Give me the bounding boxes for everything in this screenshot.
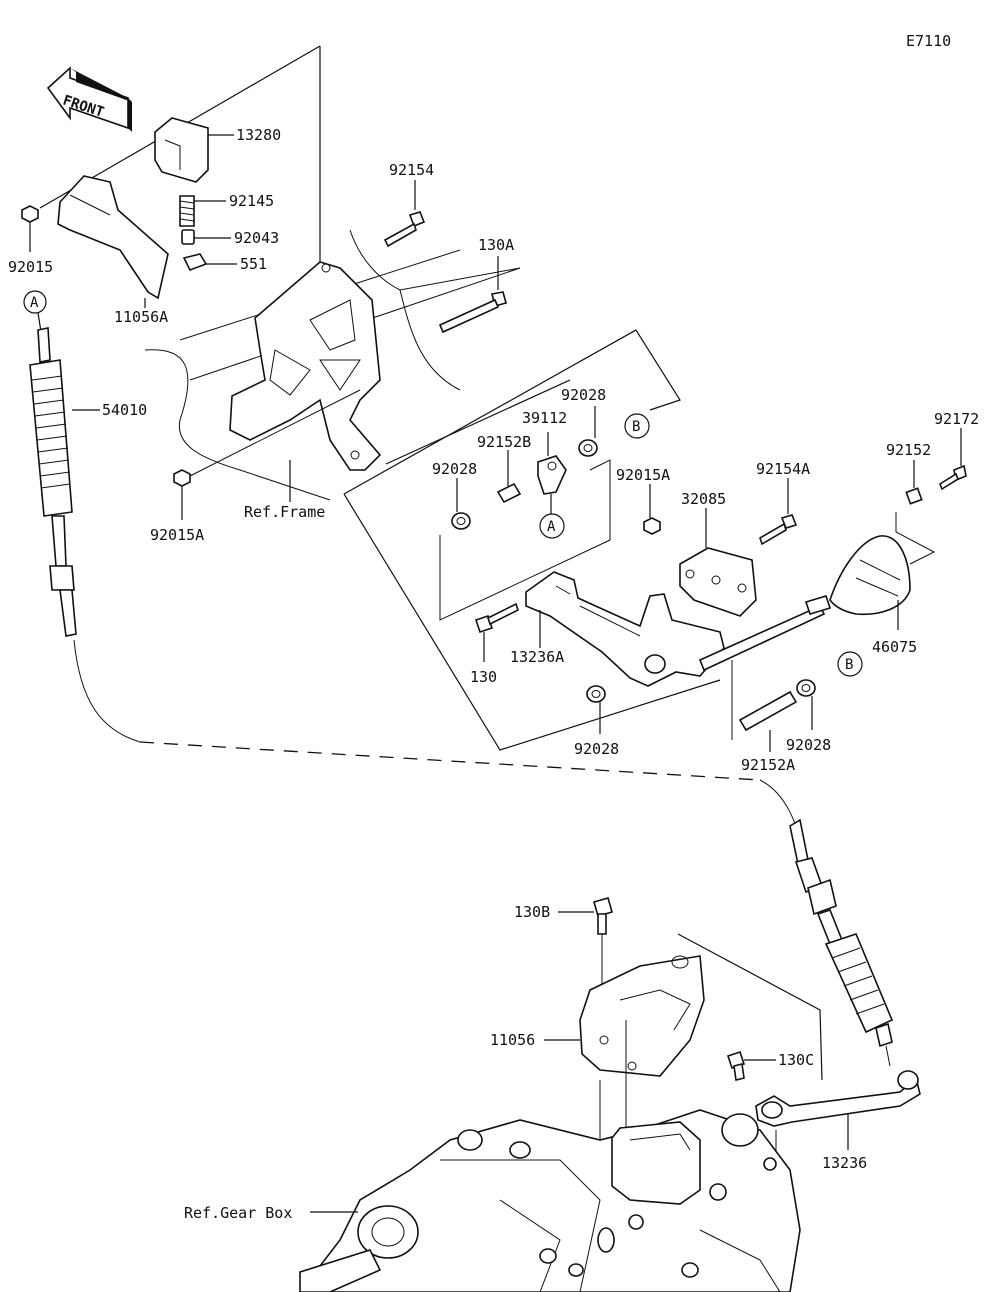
mount-32085 xyxy=(679,508,757,617)
sleeve-92152-icon xyxy=(905,460,923,505)
callout-b-mid: B xyxy=(837,651,863,677)
label-130B: 130B xyxy=(514,903,550,921)
sleeve-92152B-icon xyxy=(496,450,522,504)
bracket-11056 xyxy=(544,955,705,1150)
bolt-92154-icon xyxy=(383,180,426,248)
callout-b-top: B xyxy=(624,413,650,439)
assembly-box-bottom xyxy=(343,493,721,751)
screw-92172-icon xyxy=(939,428,967,491)
lever-13236A xyxy=(525,571,826,687)
knob-46075 xyxy=(804,535,911,630)
label-39112: 39112 xyxy=(522,409,567,427)
cable-path xyxy=(73,639,141,743)
bolt-92154A-icon xyxy=(759,478,798,546)
cover-11056A xyxy=(57,175,169,308)
diagram-code: E7110 xyxy=(906,32,951,50)
cable-end-lower xyxy=(789,818,894,1067)
label-92015A-left: 92015A xyxy=(150,526,204,544)
label-92145: 92145 xyxy=(229,192,274,210)
label-54010: 54010 xyxy=(102,401,147,419)
frame-section xyxy=(39,45,521,501)
svg-text:B: B xyxy=(632,419,640,435)
svg-text:A: A xyxy=(547,519,556,535)
label-92152B: 92152B xyxy=(477,433,531,451)
collar-92028-left-icon xyxy=(451,478,471,530)
label-92028-right: 92028 xyxy=(786,736,831,754)
collar-92028-top-icon xyxy=(578,406,598,457)
label-92028-bottom: 92028 xyxy=(574,740,619,758)
collar-group-box xyxy=(439,459,611,621)
part-13280-block xyxy=(154,117,234,183)
cable-54010 xyxy=(29,312,100,637)
label-92152A: 92152A xyxy=(741,756,795,774)
bolt-130C-icon xyxy=(726,1050,776,1081)
svg-text:B: B xyxy=(845,657,853,673)
ref-gearbox-label: Ref.Gear Box xyxy=(184,1204,292,1222)
label-92172: 92172 xyxy=(934,410,979,428)
pin-92152A xyxy=(731,660,798,752)
label-92015: 92015 xyxy=(8,258,53,276)
label-92154A: 92154A xyxy=(756,460,810,478)
cable-path-lower xyxy=(759,779,797,827)
arm-13236 xyxy=(755,1070,921,1190)
front-arrow-icon: FRONT xyxy=(46,66,132,132)
callout-a-mid: A xyxy=(539,513,565,539)
label-13236A: 13236A xyxy=(510,648,564,666)
gearbox xyxy=(298,1109,801,1292)
label-32085: 32085 xyxy=(681,490,726,508)
svg-text:A: A xyxy=(30,295,39,311)
collar-92028-bottom-icon xyxy=(586,685,606,734)
ref-frame-label: Ref.Frame xyxy=(244,503,325,521)
label-92015A-mid: 92015A xyxy=(616,466,670,484)
assembly-inner-line xyxy=(385,379,571,465)
label-46075: 46075 xyxy=(872,638,917,656)
cable-hidden-path xyxy=(139,741,761,781)
knob-group-bracket xyxy=(895,512,936,565)
label-92043: 92043 xyxy=(234,229,279,247)
label-92028-left: 92028 xyxy=(432,460,477,478)
assembly-box-top xyxy=(343,329,681,495)
label-92152: 92152 xyxy=(886,441,931,459)
label-551: 551 xyxy=(240,255,267,273)
label-13280: 13280 xyxy=(236,126,281,144)
bolt-130-icon xyxy=(474,602,519,662)
label-11056A: 11056A xyxy=(114,308,168,326)
bolt-130A-icon xyxy=(438,256,507,334)
joint-39112-icon xyxy=(537,432,567,514)
spring-92145-icon xyxy=(179,195,226,227)
callout-a-top: A xyxy=(23,290,47,314)
cap-551-icon xyxy=(182,253,237,272)
collar-92028-right-icon xyxy=(796,679,816,730)
nut-92015-icon xyxy=(21,205,39,252)
pin-92043-icon xyxy=(181,229,231,245)
label-92028-top: 92028 xyxy=(561,386,606,404)
label-13236: 13236 xyxy=(822,1154,867,1172)
nut-92015A-left-icon xyxy=(173,389,361,520)
label-130C: 130C xyxy=(778,1051,814,1069)
nut-92015A-mid-icon xyxy=(643,484,661,535)
label-130: 130 xyxy=(470,668,497,686)
label-92154: 92154 xyxy=(389,161,434,179)
lower-group-outline xyxy=(677,933,823,1081)
label-11056: 11056 xyxy=(490,1031,535,1049)
label-130A: 130A xyxy=(478,236,514,254)
